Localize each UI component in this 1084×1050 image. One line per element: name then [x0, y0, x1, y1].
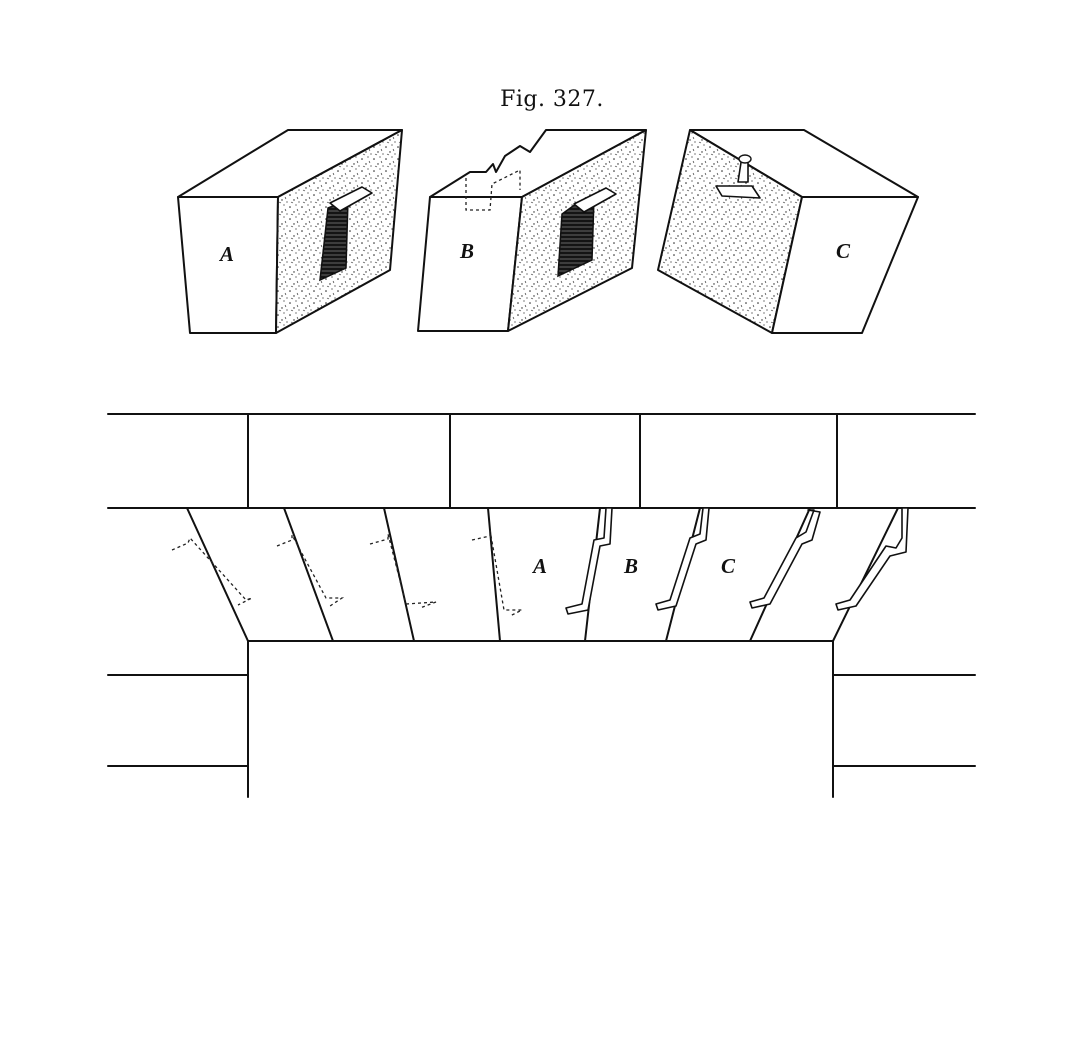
block-b: B: [417, 129, 647, 332]
block-a-cramp: [329, 186, 373, 212]
block-c-front-face: [771, 196, 919, 334]
cramp-b: [655, 507, 710, 611]
block-b-cramp: [573, 187, 617, 213]
block-a: A: [177, 129, 403, 334]
cramp-d: [835, 507, 909, 611]
block-b-hidden-notch: [465, 168, 521, 211]
block-a-label: A: [218, 242, 234, 266]
block-c-cramp: [715, 154, 761, 199]
block-b-label: B: [459, 239, 474, 263]
arch-label-a: A: [531, 554, 547, 578]
arch-label-b: B: [623, 554, 638, 578]
figure-caption: Fig. 327.: [500, 87, 604, 112]
block-c: C: [657, 129, 919, 334]
voussoir-joint-3: [487, 507, 501, 642]
cramp-c: [749, 509, 821, 609]
hidden-cramp-2: [276, 534, 345, 607]
wall-elevation: A B C: [107, 413, 976, 798]
arch-skewback-right: [832, 507, 899, 642]
block-b-front-face: [417, 196, 523, 332]
block-c-label: C: [836, 239, 851, 263]
hidden-cramp-3: [369, 533, 437, 609]
voussoir-joint-2: [383, 507, 415, 642]
arch-label-c: C: [721, 554, 736, 578]
cramp-a: [565, 507, 613, 615]
arch-skewback-left: [186, 507, 249, 642]
flat-arch: A B C: [171, 507, 909, 642]
hidden-cramp-1: [171, 536, 253, 606]
voussoir-joint-1: [283, 507, 334, 642]
